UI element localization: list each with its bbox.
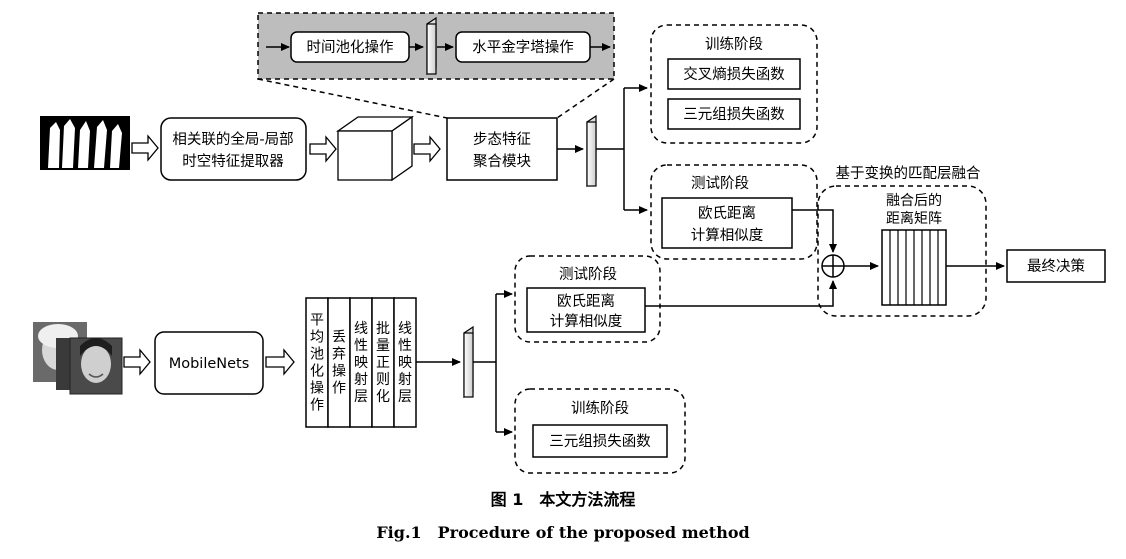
- bottom-euclid-line2: 计算相似度: [550, 313, 623, 330]
- top-euclid-box: [661, 197, 793, 249]
- extractor-label-line2: 时空特征提取器: [182, 153, 284, 170]
- gait-aggregation-line1: 步态特征: [473, 131, 531, 148]
- matrix-label-line2: 距离矩阵: [886, 210, 942, 227]
- triplet-loss-box-bottom: [532, 424, 668, 458]
- cross-entropy-label: 交叉熵损失函数: [683, 65, 785, 83]
- layer-stack: [305, 297, 417, 428]
- spatiotemporal-extractor-box: [160, 117, 307, 181]
- temporal-pooling-label: 时间池化操作: [307, 39, 394, 56]
- top-training-title: 训练阶段: [705, 36, 763, 53]
- caption-chinese: 图 1 本文方法流程: [491, 490, 636, 509]
- layer-label-1: 平均池化操作: [310, 313, 324, 414]
- feature-strip-top: [426, 16, 437, 76]
- hollow-arrow-1: [131, 134, 159, 162]
- mobilenets-box: [154, 331, 264, 395]
- matrix-label-line1: 融合后的: [886, 193, 942, 209]
- fusion-title: 基于变换的匹配层融合: [836, 165, 981, 182]
- bottom-euclid-box: [526, 287, 646, 333]
- bottom-euclid-line1: 欧氏距离: [557, 293, 615, 310]
- top-euclid-line2: 计算相似度: [691, 227, 764, 244]
- feature-strip-mid: [586, 114, 597, 188]
- feature-cube-icon: [335, 115, 415, 182]
- bottom-test-title: 测试阶段: [559, 266, 617, 283]
- gait-aggregation-box: [446, 117, 558, 181]
- final-decision-label: 最终决策: [1027, 258, 1085, 275]
- cross-entropy-box: [667, 58, 801, 90]
- gait-silhouette-image: [40, 116, 130, 170]
- face-images: [33, 322, 123, 395]
- extractor-label-line1: 相关联的全局-局部: [172, 130, 293, 148]
- fused-distance-matrix: [881, 229, 947, 306]
- caption-english: Fig.1 Procedure of the proposed method: [376, 523, 749, 542]
- feature-strip-bottom: [463, 325, 474, 399]
- layer-label-3: 线性映射层: [354, 321, 368, 405]
- layer-label-4: 批量正则化: [376, 321, 390, 405]
- mobilenets-label: MobileNets: [169, 356, 250, 372]
- bottom-training-title: 训练阶段: [571, 400, 629, 417]
- triplet-loss-label-top: 三元组损失函数: [683, 106, 785, 123]
- horizontal-pyramid-label: 水平金字塔操作: [472, 39, 574, 56]
- hollow-arrow-5: [265, 348, 295, 376]
- top-test-title: 测试阶段: [691, 175, 749, 192]
- final-decision-box: [1006, 249, 1106, 283]
- top-euclid-line1: 欧氏距离: [698, 205, 756, 222]
- hollow-arrow-3: [413, 135, 441, 163]
- hollow-arrow-4: [123, 348, 151, 376]
- layer-label-5: 线性映射层: [398, 321, 412, 405]
- triplet-loss-label-bottom: 三元组损失函数: [549, 433, 651, 450]
- layer-label-2: 丢弃操作: [332, 330, 346, 397]
- triplet-loss-box-top: [667, 98, 801, 130]
- sum-node-icon: [821, 254, 845, 278]
- hollow-arrow-2: [309, 135, 337, 163]
- gait-aggregation-line2: 聚合模块: [473, 153, 531, 170]
